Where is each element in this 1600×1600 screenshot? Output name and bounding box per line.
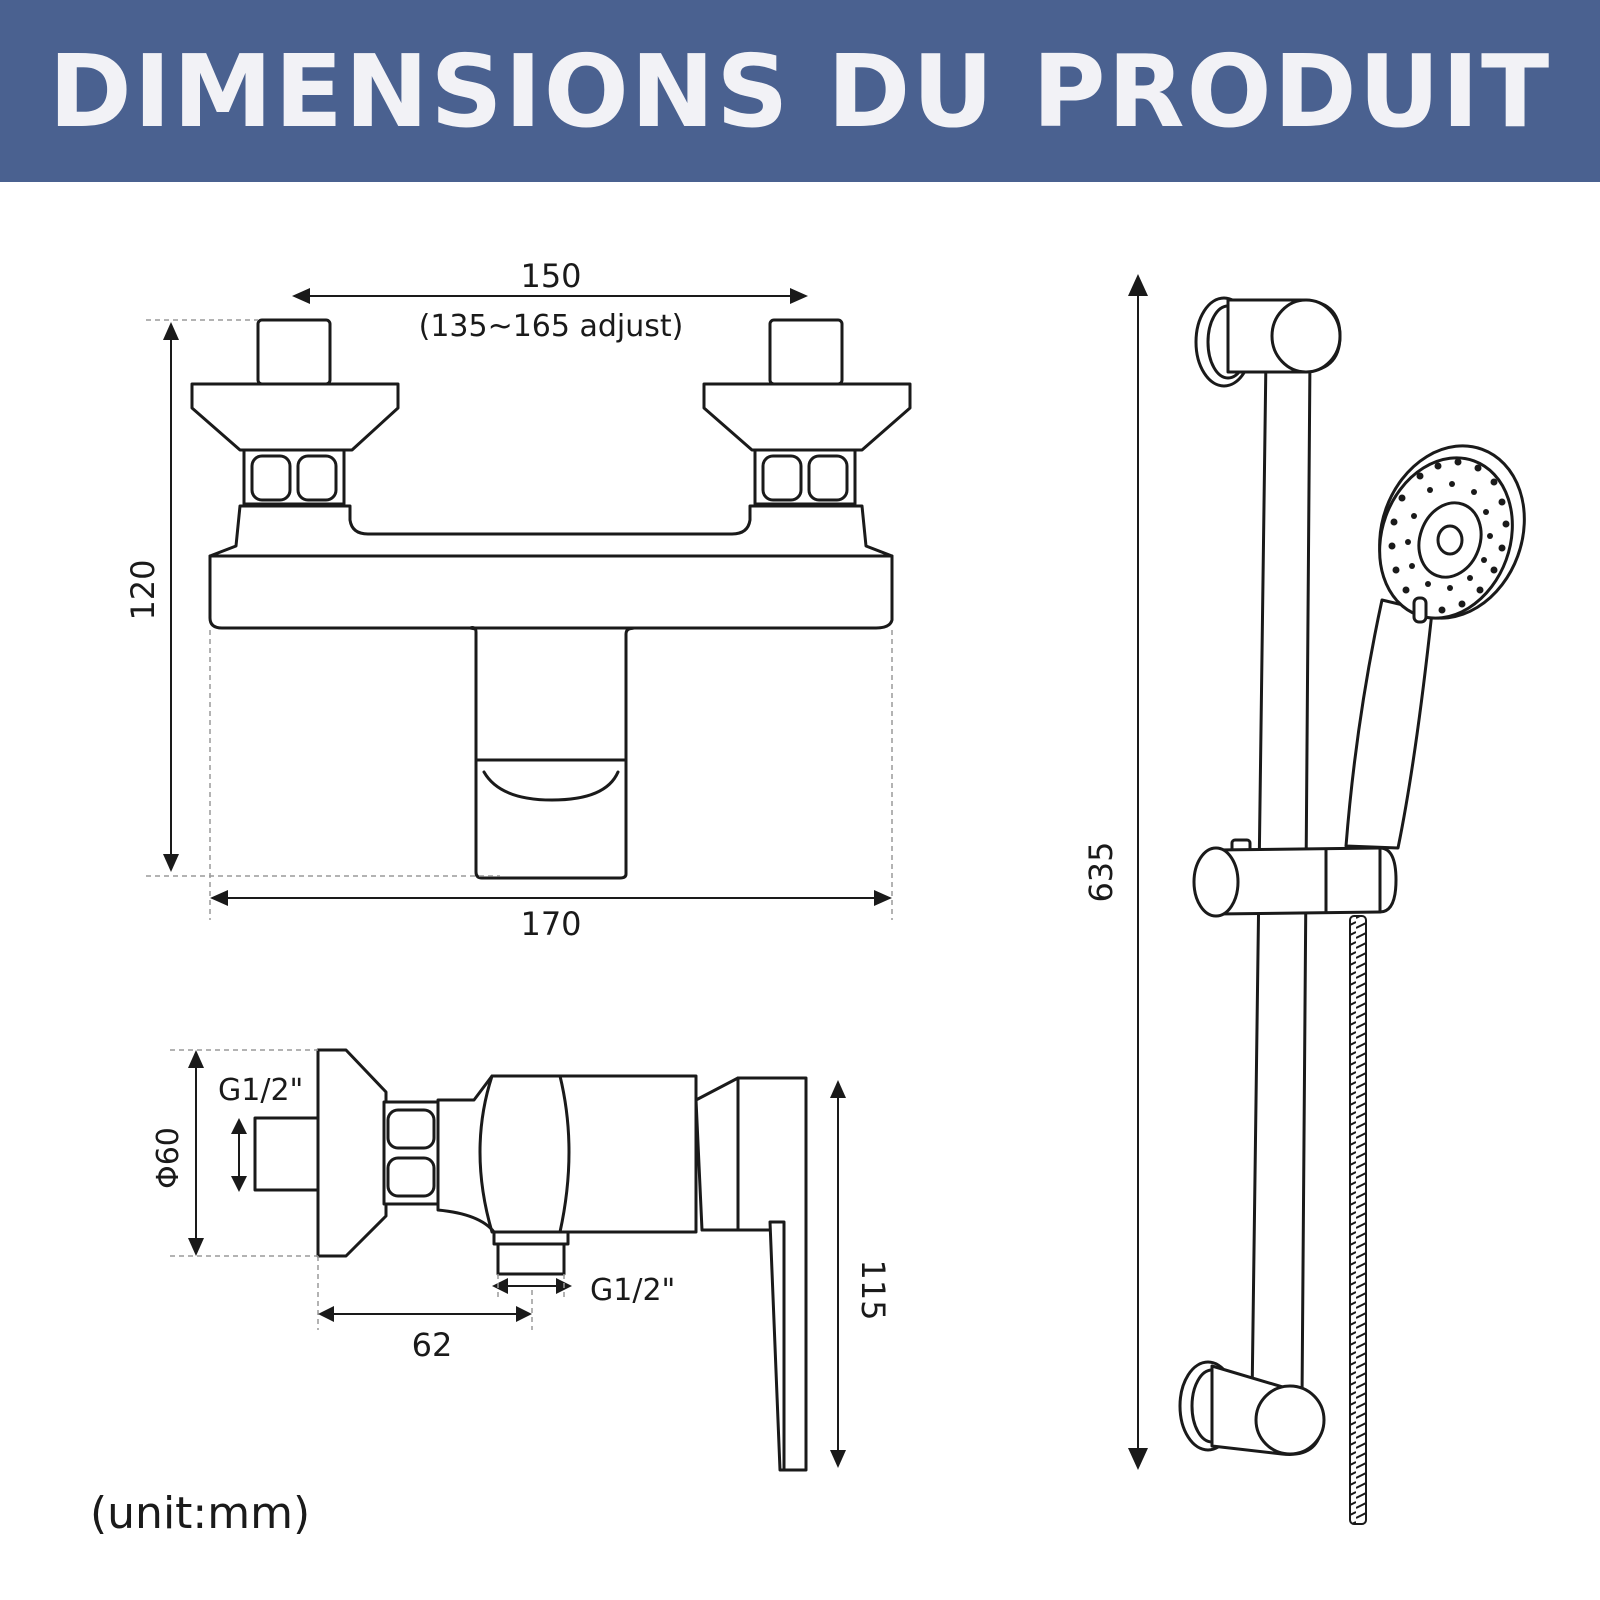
side-escutcheon bbox=[316, 1048, 388, 1258]
thread-top-label: G1/2" bbox=[218, 1073, 303, 1108]
side-handle bbox=[694, 1076, 808, 1472]
dimension-115: 115 bbox=[830, 1080, 892, 1468]
dimension-635: 635 bbox=[1082, 274, 1148, 1470]
dimension-115-label: 115 bbox=[854, 1259, 892, 1320]
hand-shower-head bbox=[1378, 444, 1526, 624]
left-escutcheon bbox=[190, 382, 400, 452]
thread-bottom-label: G1/2" bbox=[590, 1273, 675, 1308]
left-inlet-stub bbox=[256, 318, 332, 386]
dimension-62: 62 bbox=[317, 1256, 533, 1364]
dimension-635-label: 635 bbox=[1082, 841, 1120, 902]
spray-nozzles bbox=[1388, 458, 1510, 614]
right-hex-nut bbox=[753, 448, 857, 506]
unit-note: (unit:mm) bbox=[90, 1488, 310, 1539]
diameter-label: Φ60 bbox=[151, 1127, 186, 1189]
dimension-thread-top: G1/2" bbox=[218, 1073, 303, 1192]
right-escutcheon bbox=[702, 382, 912, 452]
hand-shower-handle bbox=[1344, 598, 1434, 850]
side-hex-nut bbox=[382, 1100, 440, 1206]
dimension-120: 120 bbox=[124, 319, 500, 877]
side-body bbox=[436, 1074, 698, 1234]
front-view-mixer: 150 (135~165 adjust) bbox=[124, 257, 912, 943]
side-view-mixer: Φ60 G1/2" G1/2" 62 bbox=[151, 1048, 892, 1472]
dimension-170: 170 bbox=[209, 630, 893, 943]
page-title: DIMENSIONS DU PRODUIT bbox=[48, 32, 1552, 150]
bottom-wall-bracket bbox=[1178, 1360, 1326, 1456]
dimension-150: 150 (135~165 adjust) bbox=[292, 257, 808, 344]
side-inlet-stub bbox=[253, 1116, 321, 1192]
side-outlet-ring bbox=[492, 1230, 570, 1246]
dimension-diameter: Φ60 bbox=[151, 1049, 318, 1257]
adjust-range-label: (135~165 adjust) bbox=[419, 309, 684, 344]
rail-slider bbox=[1192, 838, 1398, 918]
dimension-150-label: 150 bbox=[520, 257, 581, 295]
side-outlet bbox=[496, 1242, 566, 1276]
dimension-62-label: 62 bbox=[412, 1326, 453, 1364]
dimension-170-label: 170 bbox=[520, 905, 581, 943]
left-hex-nut bbox=[242, 448, 346, 506]
right-inlet-stub bbox=[768, 318, 844, 386]
top-wall-bracket bbox=[1194, 296, 1342, 388]
shower-hose bbox=[1349, 915, 1367, 1525]
outlet-column bbox=[468, 626, 636, 762]
dimension-120-label: 120 bbox=[124, 559, 162, 620]
shower-rail-kit: 635 bbox=[1082, 274, 1526, 1525]
header-banner: DIMENSIONS DU PRODUIT bbox=[0, 0, 1600, 182]
outlet-spout bbox=[474, 758, 628, 880]
dimension-thread-bottom: G1/2" bbox=[492, 1273, 675, 1308]
